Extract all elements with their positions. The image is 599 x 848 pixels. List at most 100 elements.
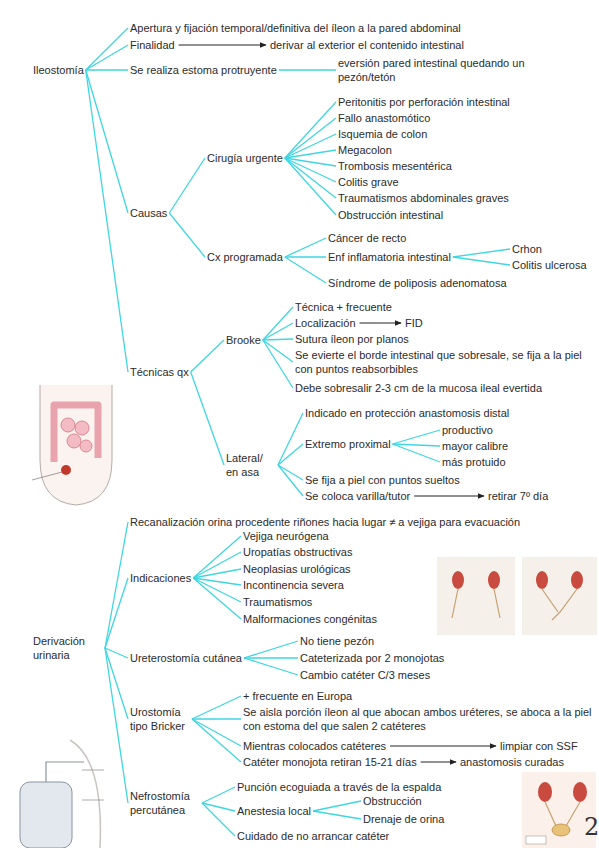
mindmap-text-node: Urostomía tipo Bricker — [130, 705, 190, 733]
mindmap-text-node: Obstrucción intestinal — [338, 208, 443, 222]
mindmap-text-node: No tiene pezón — [300, 634, 374, 648]
ureter-line — [545, 802, 580, 826]
mindmap-text-node: Se fija a piel con puntos sueltos — [305, 473, 460, 487]
mindmap-text-node: Cuidado de no arrancar catéter — [237, 829, 389, 843]
mindmap-text-node: Traumatismos — [243, 595, 312, 609]
branch-line — [193, 536, 241, 578]
mindmap-text-node: retirar 7º día — [488, 489, 548, 503]
arrow-line — [390, 746, 496, 747]
mindmap-text-node: Técnicas qx — [130, 365, 189, 379]
node-text: Indicaciones — [130, 571, 191, 585]
branch-line — [86, 70, 128, 213]
intestine-loop — [67, 434, 81, 448]
branch-line — [86, 45, 128, 70]
node-text: retirar 7º día — [488, 489, 548, 503]
mindmap-text-node: Se coloca varilla/tutor — [305, 489, 410, 503]
branch-line — [105, 648, 128, 658]
node-text: FID — [405, 316, 423, 330]
mindmap-text-node: Brooke — [226, 333, 261, 347]
branch-line — [192, 719, 241, 746]
mindmap-text-node: Cáncer de recto — [328, 231, 406, 245]
intestine-loop — [80, 440, 92, 452]
node-text: Crhon — [512, 242, 542, 256]
mindmap-text-node: Se aisla porción íleon al que abocan amb… — [243, 705, 598, 733]
arrow-line — [179, 45, 266, 46]
branch-line — [244, 658, 298, 675]
node-text: más protuido — [442, 455, 506, 469]
ureter-line — [542, 589, 577, 620]
node-text: Colitis ulcerosa — [512, 258, 587, 272]
leader-line — [82, 800, 104, 801]
mindmap-text-node: Mientras colocados catéteres — [243, 739, 386, 753]
mindmap-text-node: Sutura íleon por planos — [295, 332, 409, 346]
mindmap-text-node: Cambio catéter C/3 meses — [300, 668, 430, 682]
node-text: Punción ecoguiada a través de la espalda — [237, 780, 441, 794]
mindmap-text-node: Crhon — [512, 242, 542, 256]
branch-line — [285, 256, 326, 257]
node-text: Obstrucción intestinal — [338, 208, 443, 222]
mindmap-text-node: Cx programada — [207, 250, 283, 264]
mindmap-text-node: Causas — [130, 206, 167, 220]
torso-outline — [40, 385, 112, 505]
node-text: derivar al exterior el contenido intesti… — [270, 38, 464, 52]
branch-line — [285, 150, 336, 158]
branch-line — [313, 811, 361, 819]
mindmap-text-node: Técnica + frecuente — [295, 300, 392, 314]
node-text: mayor calibre — [442, 439, 508, 453]
branch-line — [278, 465, 303, 496]
mindmap-text-node: Se evierte el borde intestinal que sobre… — [295, 348, 597, 376]
branch-line — [202, 787, 235, 803]
node-text: Trombosis mesentérica — [338, 159, 452, 173]
kidney-shape — [573, 782, 587, 802]
node-text: Causas — [130, 206, 167, 220]
node-text: No tiene pezón — [300, 634, 374, 648]
mindmap-text-node: Localización — [295, 316, 356, 330]
image-panel — [522, 557, 597, 635]
branch-line — [105, 578, 128, 648]
mindmap-text-node: Cirugía urgente — [207, 151, 283, 165]
mindmap-text-node: Malformaciones congénitas — [243, 612, 377, 626]
page-number: 2 — [584, 814, 599, 840]
node-text: Urostomía tipo Bricker — [130, 705, 190, 733]
branch-line — [285, 134, 336, 158]
intestine-loop — [75, 421, 89, 435]
kidney-shape — [571, 571, 583, 589]
leader-line — [32, 472, 62, 480]
node-text: Mientras colocados catéteres — [243, 739, 386, 753]
branch-line — [278, 413, 303, 465]
node-text: Se fija a piel con puntos sueltos — [305, 473, 460, 487]
branch-line — [105, 648, 128, 803]
branch-line — [263, 340, 293, 388]
node-text: Catéter monojota retiran 15-21 días — [243, 755, 417, 769]
branch-line — [193, 578, 241, 619]
branch-line — [202, 803, 235, 836]
branch-line — [86, 69, 128, 70]
node-text: Anestesia local — [237, 804, 311, 818]
arrow-line — [414, 496, 484, 497]
branch-line — [263, 307, 293, 340]
node-text: Fallo anastomótico — [338, 111, 430, 125]
node-text: Técnicas qx — [130, 365, 189, 379]
mindmap-text-node: Apertura y fijación temporal/definitiva … — [130, 21, 461, 35]
node-text: Se coloca varilla/tutor — [305, 489, 410, 503]
branch-line — [193, 552, 241, 578]
mindmap-text-node: FID — [405, 316, 423, 330]
colon-drawing — [54, 405, 98, 462]
branch-line — [393, 444, 440, 446]
image-panel — [437, 557, 515, 635]
mindmap-text-node: Megacolon — [338, 143, 392, 157]
mindmap-text-node: + frecuente en Europa — [243, 689, 352, 703]
node-text: Obstrucción — [363, 794, 422, 808]
node-text: Se realiza estoma protruyente — [130, 63, 277, 77]
mindmap-text-node: Traumatismos abdominales graves — [338, 191, 509, 205]
node-text: Nefrostomía percutánea — [130, 789, 200, 817]
urostomy-bag — [20, 782, 72, 848]
conduit-shape — [552, 824, 570, 836]
bag-tube — [46, 762, 84, 782]
node-text: Cáncer de recto — [328, 231, 406, 245]
branch-line — [192, 719, 241, 762]
node-text: Cirugía urgente — [207, 151, 283, 165]
node-text: Finalidad — [130, 38, 175, 52]
kidney-shape — [488, 571, 500, 589]
mindmap-text-node: Se realiza estoma protruyente — [130, 63, 277, 77]
